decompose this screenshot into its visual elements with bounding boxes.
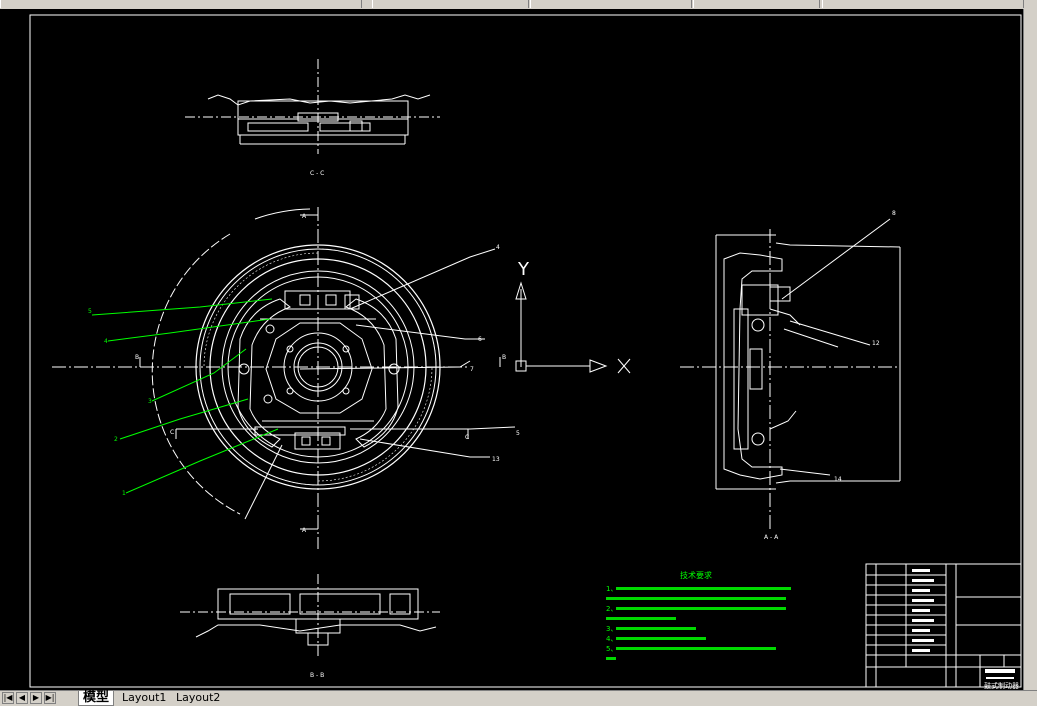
mark-a-top: A xyxy=(302,213,307,220)
part-number-label-green: 2 xyxy=(114,436,118,443)
first-tab-button[interactable]: |◀ xyxy=(2,692,14,704)
section-bb-view xyxy=(180,574,440,659)
layout-tab-bar: |◀ ◀ ▶ ▶| 模型 Layout1 Layout2 xyxy=(0,690,1037,706)
part-number-label: 5 xyxy=(516,430,520,437)
title-block xyxy=(865,563,1022,688)
cad-drawing: C - C A - A B - B A A B B C C 4 6 7 5 13… xyxy=(29,14,1022,690)
part-number-label: 12 xyxy=(872,340,880,347)
tech-requirements: 技术要求 1、 2、 3、 4、 5、 xyxy=(606,570,712,653)
aa-leaders xyxy=(779,218,891,476)
part-number-label: 13 xyxy=(492,456,500,463)
tech-requirement-line: 1、 xyxy=(606,585,617,593)
toolbar-segment[interactable] xyxy=(693,0,820,8)
part-number-label-green: 3 xyxy=(148,398,152,405)
main-front-view xyxy=(52,207,501,549)
tech-requirement-line: 3、 xyxy=(606,625,617,633)
title-block-fills xyxy=(912,569,1015,679)
mark-c-right: C xyxy=(465,434,469,441)
tab-model[interactable]: 模型 xyxy=(78,691,115,706)
part-number-label: 7 xyxy=(470,366,474,373)
toolbar-segment[interactable] xyxy=(0,0,362,8)
mark-a-bottom: A xyxy=(302,527,307,534)
next-tab-button[interactable]: ▶ xyxy=(30,692,42,704)
tech-requirements-title: 技术要求 xyxy=(680,570,712,580)
drawing-canvas[interactable]: C - C A - A B - B A A B B C C 4 6 7 5 13… xyxy=(0,9,1024,690)
part-number-label-green: 4 xyxy=(104,338,108,345)
green-leaders xyxy=(91,298,279,494)
part-number-label-green: 1 xyxy=(122,490,126,497)
tech-requirements-blur xyxy=(606,587,791,660)
mark-b-left: B xyxy=(135,354,139,361)
part-number-label: 14 xyxy=(834,476,842,483)
section-cc-view xyxy=(185,59,440,154)
tab-layout2[interactable]: Layout2 xyxy=(176,691,221,704)
tab-layout1[interactable]: Layout1 xyxy=(122,691,167,704)
toolbar-segment[interactable] xyxy=(372,0,529,8)
label-cc: C - C xyxy=(310,170,324,177)
title-block-drawing-name: 鼓式制动器 xyxy=(984,681,1019,690)
vertical-scrollbar[interactable] xyxy=(1023,9,1037,690)
white-leaders xyxy=(244,248,516,520)
tech-requirement-line: 2、 xyxy=(606,605,617,613)
part-number-label: 8 xyxy=(892,210,896,217)
last-tab-button[interactable]: ▶| xyxy=(44,692,56,704)
coordinate-axes xyxy=(515,281,631,374)
toolbar-segment[interactable] xyxy=(530,0,692,8)
part-number-label: 4 xyxy=(496,244,500,251)
prev-tab-button[interactable]: ◀ xyxy=(16,692,28,704)
part-number-label: 6 xyxy=(478,336,482,343)
part-number-label-green: 5 xyxy=(88,308,92,315)
label-aa: A - A xyxy=(764,534,779,541)
drawing-border xyxy=(29,14,1022,688)
toolbar-segment[interactable] xyxy=(822,0,1024,8)
label-bb: B - B xyxy=(310,672,324,679)
drum-hatching xyxy=(199,248,437,486)
axis-y-label: Y xyxy=(517,259,530,280)
tech-requirement-line: 4、 xyxy=(606,635,617,643)
mark-b-right: B xyxy=(502,354,506,361)
mark-c-left: C xyxy=(170,429,174,436)
tech-requirement-line: 5、 xyxy=(606,645,617,653)
section-aa-view xyxy=(680,229,901,529)
